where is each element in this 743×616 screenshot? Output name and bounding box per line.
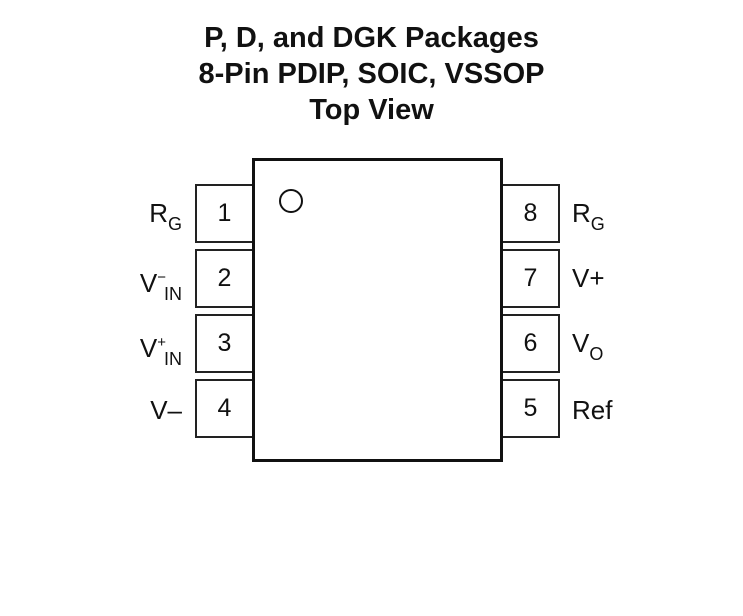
pin-3-label: V+IN xyxy=(139,333,182,369)
pin-5-label: Ref xyxy=(572,395,613,425)
pin-8-label: RG xyxy=(572,198,605,234)
pin-6: 6 xyxy=(503,314,560,373)
pin-2: 2 xyxy=(195,249,252,308)
pin-2-label: V−IN xyxy=(139,268,182,304)
pin-1-label: RG xyxy=(149,198,182,234)
pin-7: 7 xyxy=(503,249,560,308)
pin-5: 5 xyxy=(503,379,560,438)
title-line-2: 8-Pin PDIP, SOIC, VSSOP xyxy=(198,58,545,90)
pin-8: 8 xyxy=(503,184,560,243)
pin1-indicator-dot xyxy=(279,189,303,213)
pin-4: 4 xyxy=(195,379,252,438)
title-line-3: Top View xyxy=(309,94,434,126)
pin-4-label: V– xyxy=(150,395,182,425)
pin-6-label: VO xyxy=(572,328,604,364)
pin-1: 1 xyxy=(195,184,252,243)
title-line-1: P, D, and DGK Packages xyxy=(204,22,539,54)
pin-3: 3 xyxy=(195,314,252,373)
pin-7-label: V+ xyxy=(572,263,605,293)
